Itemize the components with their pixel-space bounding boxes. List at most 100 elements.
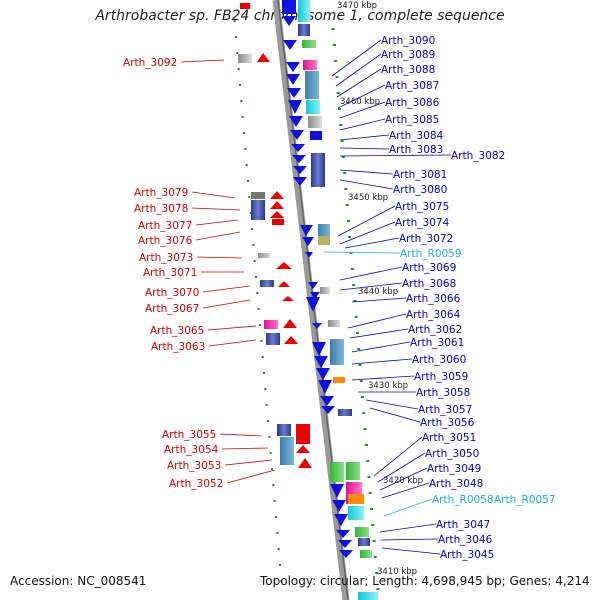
- tick: [276, 532, 279, 534]
- tick: [275, 516, 277, 518]
- gene-label-right: Arth_3062: [408, 324, 462, 336]
- gene-box: [311, 153, 325, 187]
- gene-arrow-down: [289, 116, 303, 127]
- gene-arrow-down: [318, 380, 332, 394]
- gene-box: [280, 437, 294, 465]
- gene-arrow-down: [305, 252, 313, 258]
- gene-label-left: Arth_3076: [138, 235, 193, 247]
- gene-arrow-down: [320, 396, 334, 406]
- gene-arrow-up: [270, 201, 284, 209]
- gene-label-right: Arth_R0057: [494, 494, 556, 506]
- gene-label-right: Arth_3072: [399, 233, 453, 245]
- gene-box: [264, 320, 278, 329]
- genome-summary-text: Topology: circular; Length: 4,698,945 bp…: [260, 574, 590, 588]
- leader-line: [339, 179, 394, 190]
- gene-arrow-down: [290, 130, 304, 140]
- tick: [336, 92, 340, 94]
- leader-line: [202, 299, 251, 309]
- gene-box: [338, 409, 352, 416]
- tick: [354, 316, 358, 318]
- gene-arrow-down: [306, 297, 320, 312]
- gene-label-right: Arth_3074: [395, 217, 450, 229]
- tick: [338, 108, 341, 110]
- gene-arrow-down: [314, 356, 328, 368]
- gene-box: [260, 280, 274, 287]
- right-gene-labels: Arth_3090Arth_3089Arth_3088Arth_3087Arth…: [381, 35, 556, 561]
- gene-label-left: Arth_3054: [164, 444, 219, 456]
- leader-line: [369, 407, 421, 423]
- gene-label-right: Arth_3057: [418, 404, 472, 416]
- gene-arrow-down: [316, 368, 330, 380]
- gene-label-right: Arth_3090: [381, 35, 435, 47]
- gene-box: [272, 219, 284, 225]
- leader-line: [208, 339, 257, 347]
- gene-label-left: Arth_3077: [138, 220, 192, 232]
- gene-arrow-down: [312, 342, 326, 356]
- gene-label-right: Arth_3088: [381, 64, 435, 76]
- gene-label-right: Arth_3061: [410, 337, 464, 349]
- tick: [279, 564, 281, 566]
- left-gene-labels: Arth_3092Arth_3079Arth_3078Arth_3077Arth…: [123, 57, 223, 490]
- gene-box: [298, 24, 310, 36]
- gene-label-right: Arth_3058: [416, 387, 470, 399]
- gene-arrow-down: [293, 166, 307, 174]
- leader-line: [365, 399, 419, 410]
- gene-box: [348, 506, 364, 520]
- gene-arrow-up: [296, 445, 310, 453]
- gene-box: [318, 224, 330, 236]
- gene-box: [310, 131, 322, 140]
- tick: [248, 196, 251, 198]
- tick: [368, 492, 372, 494]
- gene-arrow-down: [332, 500, 346, 512]
- tick: [273, 500, 276, 502]
- leader-line: [202, 285, 251, 293]
- leader-line: [351, 358, 413, 365]
- gene-arrow-down: [292, 155, 306, 163]
- tick: [249, 212, 252, 214]
- tick: [372, 540, 376, 542]
- gene-box: [318, 236, 330, 245]
- gene-box: [277, 424, 291, 436]
- scale-label: 3470 kbp: [337, 1, 377, 11]
- gene-label-right: Arth_3045: [440, 549, 494, 561]
- tick: [367, 476, 371, 478]
- leader-line: [180, 59, 225, 63]
- gene-label-right: Arth_3059: [414, 371, 468, 383]
- gene-label-right: Arth_3068: [402, 278, 456, 290]
- gene-label-right: Arth_3051: [422, 432, 476, 444]
- tick: [244, 148, 247, 150]
- gene-box: [330, 462, 344, 482]
- gene-label-right: Arth_3075: [395, 201, 449, 213]
- leader-line: [336, 68, 382, 98]
- gene-arrow-up: [298, 458, 312, 468]
- scale-label: 3410 kbp: [377, 567, 417, 577]
- leader-line: [351, 297, 407, 303]
- scale-label: 3430 kbp: [368, 381, 408, 391]
- gene-label-left: Arth_3065: [150, 325, 204, 337]
- gene-label-right: Arth_3064: [406, 309, 461, 321]
- tick: [349, 252, 353, 254]
- gene-box: [320, 287, 330, 294]
- tick: [245, 164, 248, 166]
- tick: [348, 236, 352, 238]
- leader-line: [339, 221, 396, 245]
- tick: [268, 436, 271, 438]
- leader-line: [381, 482, 430, 499]
- gene-label-right: Arth_3050: [425, 448, 479, 460]
- tick: [252, 244, 255, 246]
- gene-label-left: Arth_3070: [145, 287, 199, 299]
- leader-lines: [180, 39, 452, 555]
- tick: [332, 44, 336, 46]
- tick: [251, 228, 253, 230]
- gene-label-right: Arth_3081: [393, 169, 447, 181]
- leader-line: [337, 205, 396, 237]
- gene-box: [266, 333, 280, 345]
- gene-arrow-down: [300, 225, 313, 236]
- leader-line: [383, 498, 433, 517]
- gene-label-left: Arth_3053: [167, 460, 221, 472]
- tick: [272, 484, 275, 486]
- gene-box: [251, 200, 265, 220]
- gene-arrow-up: [278, 281, 290, 287]
- tick: [363, 428, 367, 430]
